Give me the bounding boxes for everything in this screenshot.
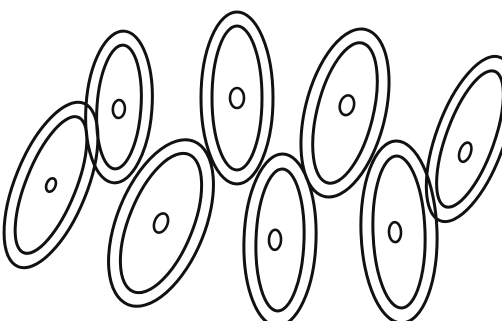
nucleus: [269, 230, 282, 250]
cell-6: [285, 20, 404, 206]
cell-1: [0, 90, 117, 280]
cell-membrane: [93, 44, 146, 171]
nucleus: [389, 222, 402, 242]
cell-4: [201, 12, 273, 184]
nucleus: [338, 94, 356, 117]
nucleus: [112, 100, 125, 119]
cell-membrane: [300, 36, 389, 189]
cell-wall: [285, 20, 404, 206]
nucleus: [44, 177, 58, 193]
nucleus: [230, 88, 244, 108]
cells-group: [0, 12, 502, 321]
nucleus: [151, 211, 171, 234]
cell-wall: [87, 125, 235, 321]
cell-3: [87, 125, 235, 321]
cell-membrane: [212, 26, 262, 170]
nucleus: [457, 141, 474, 164]
cell-membrane: [370, 155, 427, 309]
cell-wall: [0, 90, 117, 280]
